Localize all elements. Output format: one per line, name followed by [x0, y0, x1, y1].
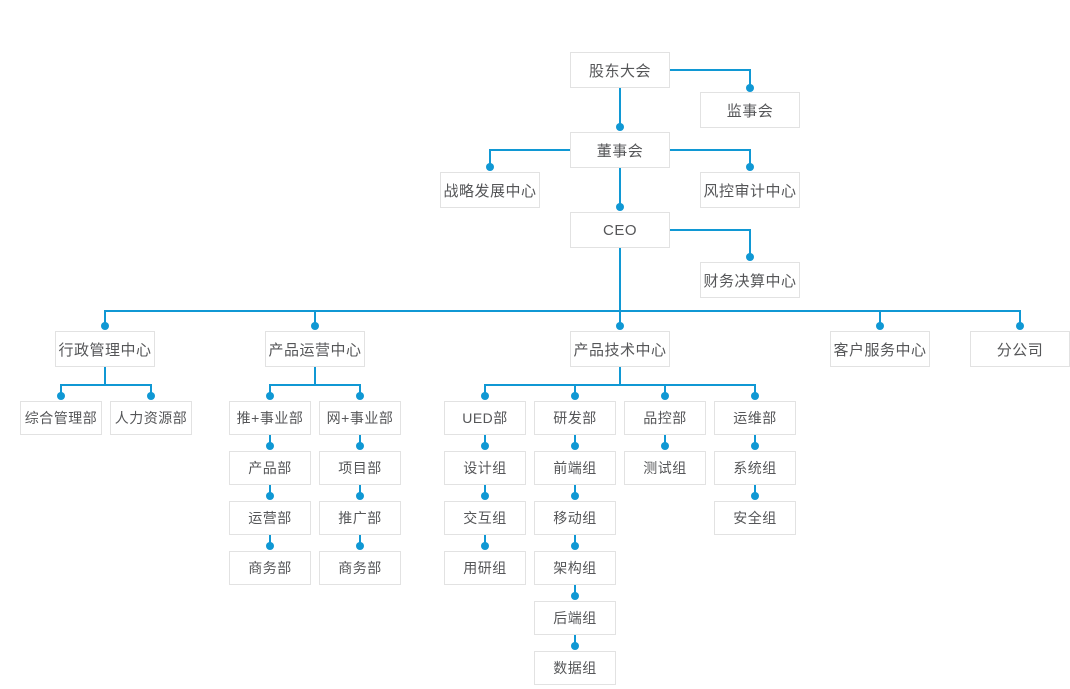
connector-dot [266, 492, 274, 500]
connector-dot [751, 392, 759, 400]
org-node-architecture-group: 架构组 [534, 551, 616, 585]
org-node-product-dept: 产品部 [229, 451, 311, 485]
connector-dot [266, 442, 274, 450]
connector-dot [266, 392, 274, 400]
connector-dot [661, 442, 669, 450]
connector-dot [571, 592, 579, 600]
connector-dot [746, 253, 754, 261]
org-node-ceo: CEO [570, 212, 670, 248]
connector-dot [356, 542, 364, 550]
connector-line [104, 310, 1021, 326]
connector-dot [876, 322, 884, 330]
connector-line [670, 149, 751, 167]
connector-dot [147, 392, 155, 400]
org-node-system-group: 系统组 [714, 451, 796, 485]
org-node-product-operation-center: 产品运营中心 [265, 331, 365, 367]
connector-line [670, 69, 751, 88]
org-node-frontend-group: 前端组 [534, 451, 616, 485]
connector-dot [266, 542, 274, 550]
connector-dot [481, 542, 489, 550]
org-node-data-group: 数据组 [534, 651, 616, 685]
connector-dot [571, 492, 579, 500]
org-node-tui-business-unit: 推+事业部 [229, 401, 311, 435]
connector-dot [616, 203, 624, 211]
connector-line [60, 384, 152, 396]
connector-dot [481, 492, 489, 500]
connector-dot [571, 392, 579, 400]
org-node-mobile-group: 移动组 [534, 501, 616, 535]
connector-dot [481, 442, 489, 450]
connector-line [484, 384, 756, 396]
org-node-product-technology-center: 产品技术中心 [570, 331, 670, 367]
org-node-promotion-dept: 推广部 [319, 501, 401, 535]
org-node-strategy-development-center: 战略发展中心 [440, 172, 540, 208]
org-node-risk-audit-center: 风控审计中心 [700, 172, 800, 208]
connector-dot [486, 163, 494, 171]
org-node-quality-control-dept: 品控部 [624, 401, 706, 435]
connector-dot [571, 642, 579, 650]
connector-dot [751, 442, 759, 450]
connector-dot [616, 123, 624, 131]
connector-dot [571, 542, 579, 550]
org-node-operation-dept: 运营部 [229, 501, 311, 535]
connector-dot [1016, 322, 1024, 330]
connector-dot [746, 84, 754, 92]
org-node-shareholders-meeting: 股东大会 [570, 52, 670, 88]
connector-dot [571, 442, 579, 450]
org-node-business-dept-1: 商务部 [229, 551, 311, 585]
org-node-admin-management-center: 行政管理中心 [55, 331, 155, 367]
connector-line [489, 149, 570, 167]
org-node-project-dept: 项目部 [319, 451, 401, 485]
org-node-user-research-group: 用研组 [444, 551, 526, 585]
org-node-hr-dept: 人力资源部 [110, 401, 192, 435]
org-node-wang-business-unit: 网+事业部 [319, 401, 401, 435]
connector-dot [481, 392, 489, 400]
org-node-general-management-dept: 综合管理部 [20, 401, 102, 435]
org-node-rd-dept: 研发部 [534, 401, 616, 435]
connector-dot [616, 322, 624, 330]
org-node-ops-dept: 运维部 [714, 401, 796, 435]
connector-dot [311, 322, 319, 330]
org-node-supervisory-board: 监事会 [700, 92, 800, 128]
org-node-testing-group: 测试组 [624, 451, 706, 485]
org-node-interaction-group: 交互组 [444, 501, 526, 535]
org-node-design-group: 设计组 [444, 451, 526, 485]
org-node-finance-settlement-center: 财务决算中心 [700, 262, 800, 298]
connector-dot [356, 492, 364, 500]
connector-dot [101, 322, 109, 330]
org-node-ued-dept: UED部 [444, 401, 526, 435]
org-node-board-of-directors: 董事会 [570, 132, 670, 168]
connector-dot [57, 392, 65, 400]
org-node-branch-company: 分公司 [970, 331, 1070, 367]
connector-dot [751, 492, 759, 500]
connector-line [670, 229, 751, 257]
org-node-business-dept-2: 商务部 [319, 551, 401, 585]
connector-dot [356, 442, 364, 450]
connector-dot [356, 392, 364, 400]
connector-dot [746, 163, 754, 171]
org-node-security-group: 安全组 [714, 501, 796, 535]
connector-dot [661, 392, 669, 400]
org-node-backend-group: 后端组 [534, 601, 616, 635]
org-node-customer-service-center: 客户服务中心 [830, 331, 930, 367]
connector-line [269, 384, 361, 396]
